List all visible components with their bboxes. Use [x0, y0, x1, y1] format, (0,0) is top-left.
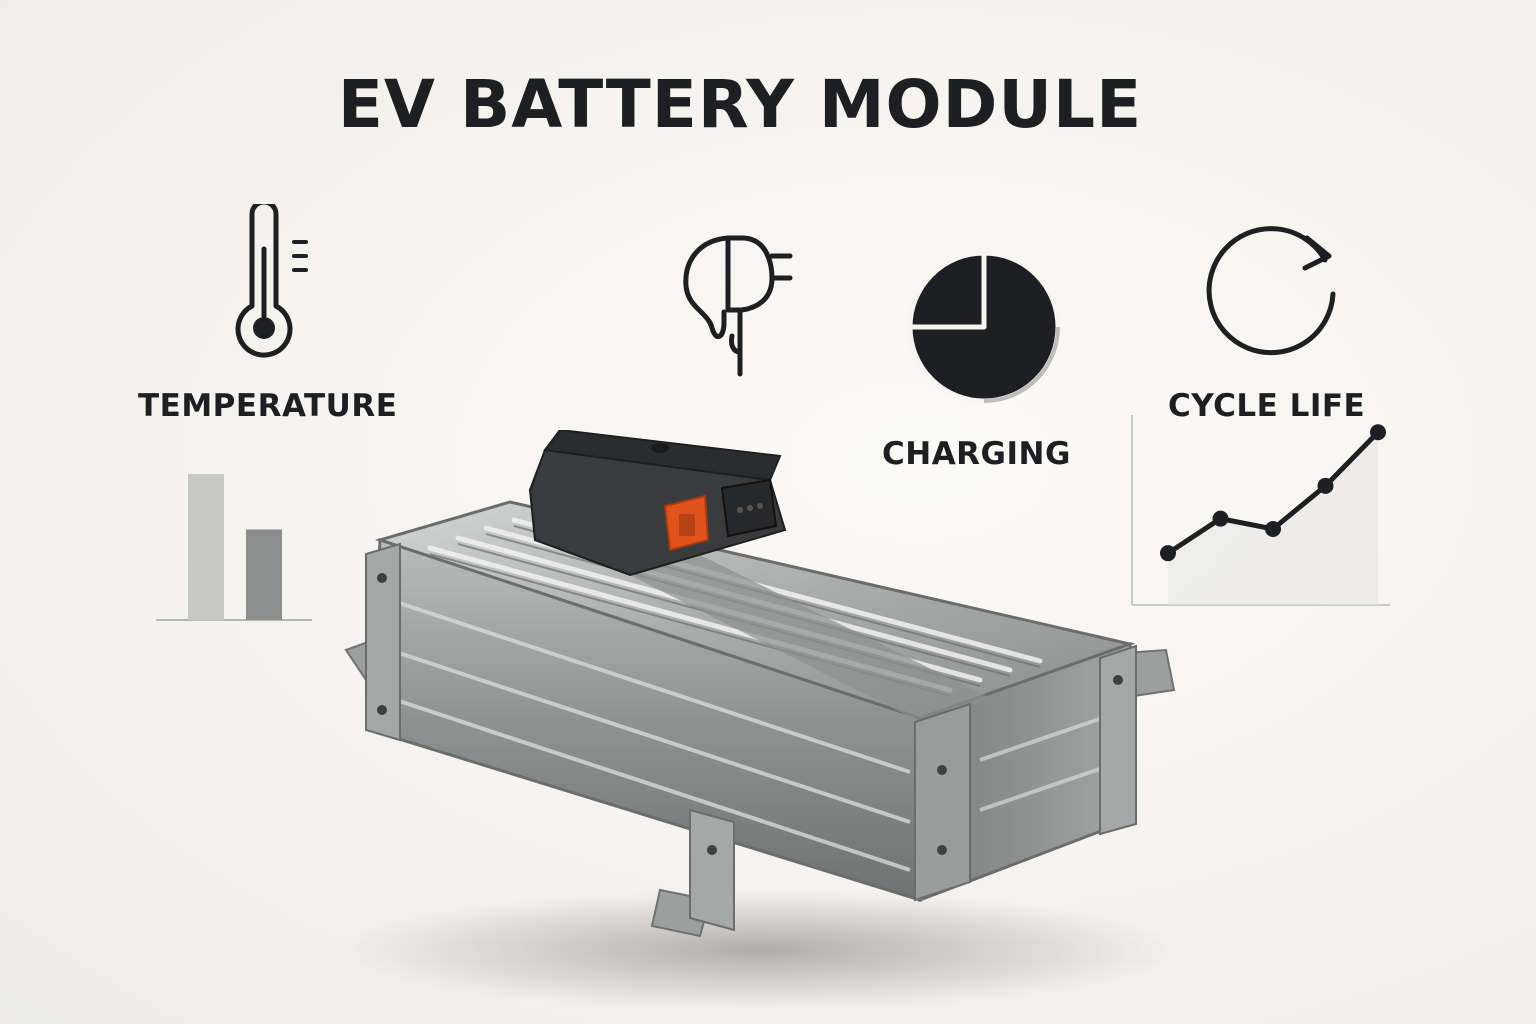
bar-chart	[156, 474, 312, 621]
battery-module-illustration	[340, 430, 1180, 1010]
line-point	[1317, 477, 1334, 494]
bar	[246, 529, 282, 620]
thermometer-icon	[235, 204, 308, 358]
pie-chart-icon	[907, 250, 1061, 404]
page-title: EV BATTERY MODULE	[337, 66, 1143, 143]
plug-icon	[683, 235, 793, 377]
pie-slice	[907, 250, 987, 330]
line-point	[1212, 510, 1229, 527]
refresh-cycle-icon	[1206, 226, 1336, 356]
line-area	[1168, 432, 1378, 605]
temperature-label: TEMPERATURE	[138, 388, 398, 424]
charging-label: CHARGING	[882, 436, 1071, 472]
pie-chart	[907, 250, 1061, 404]
line-chart	[1131, 415, 1390, 606]
line-point	[1160, 545, 1176, 562]
line-point	[1265, 521, 1281, 537]
cycle-life-label: CYCLE LIFE	[1168, 388, 1366, 424]
line-point	[1370, 424, 1386, 441]
pie-rim	[983, 326, 1060, 403]
bar	[188, 474, 224, 620]
